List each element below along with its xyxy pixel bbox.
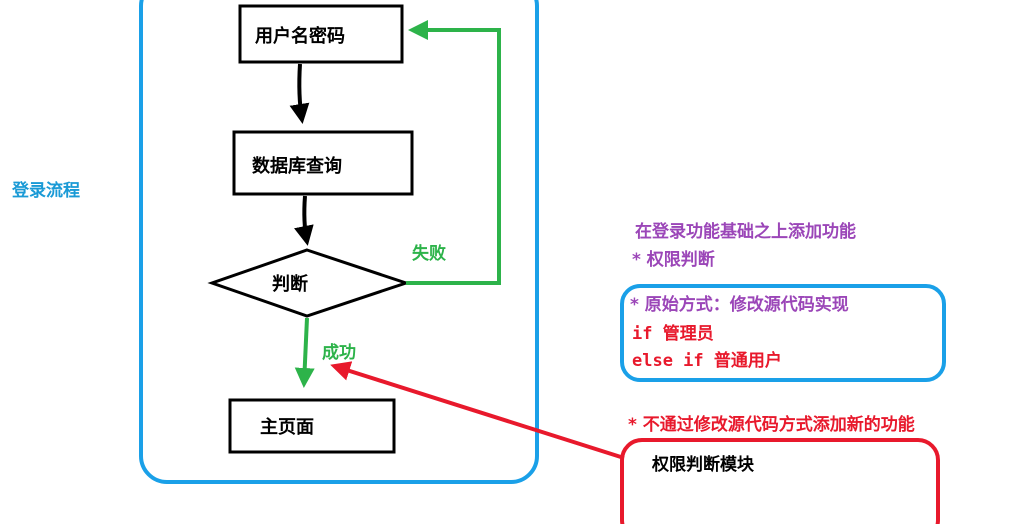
arrow-module-to-success xyxy=(330,361,625,460)
login-flow-title: 登录流程 xyxy=(11,180,80,201)
permission-module-label: 权限判断模块 xyxy=(651,454,755,475)
permission-module-box xyxy=(620,438,940,524)
original-approach-box xyxy=(620,284,946,382)
original-approach-title: * 原始方式：修改源代码实现 xyxy=(630,294,849,315)
notes-bullet: * 权限判断 xyxy=(632,249,715,270)
arrow-db-to-decision xyxy=(294,195,314,246)
db-query-box: 数据库查询 xyxy=(232,130,414,196)
home-page-label: 主页面 xyxy=(260,416,314,438)
home-page-box: 主页面 xyxy=(228,398,396,454)
credentials-label: 用户名密码 xyxy=(255,25,345,47)
decision-diamond: 判断 xyxy=(207,248,411,318)
arrow-credentials-to-db xyxy=(289,63,310,124)
notes-heading: 在登录功能基础之上添加功能 xyxy=(635,221,856,242)
arrow-fail-loop xyxy=(406,20,501,285)
login-flow-frame xyxy=(139,0,539,484)
success-label: 成功 xyxy=(322,342,356,363)
fail-label: 失败 xyxy=(412,243,446,264)
code-line-else-if: else if 普通用户 xyxy=(632,350,782,371)
code-line-if: if 管理员 xyxy=(632,323,714,344)
db-query-label: 数据库查询 xyxy=(252,155,342,177)
decision-label: 判断 xyxy=(272,273,308,295)
alternative-approach-title: * 不通过修改源代码方式添加新的功能 xyxy=(628,414,915,435)
credentials-box: 用户名密码 xyxy=(238,4,404,64)
arrow-success xyxy=(294,317,315,388)
